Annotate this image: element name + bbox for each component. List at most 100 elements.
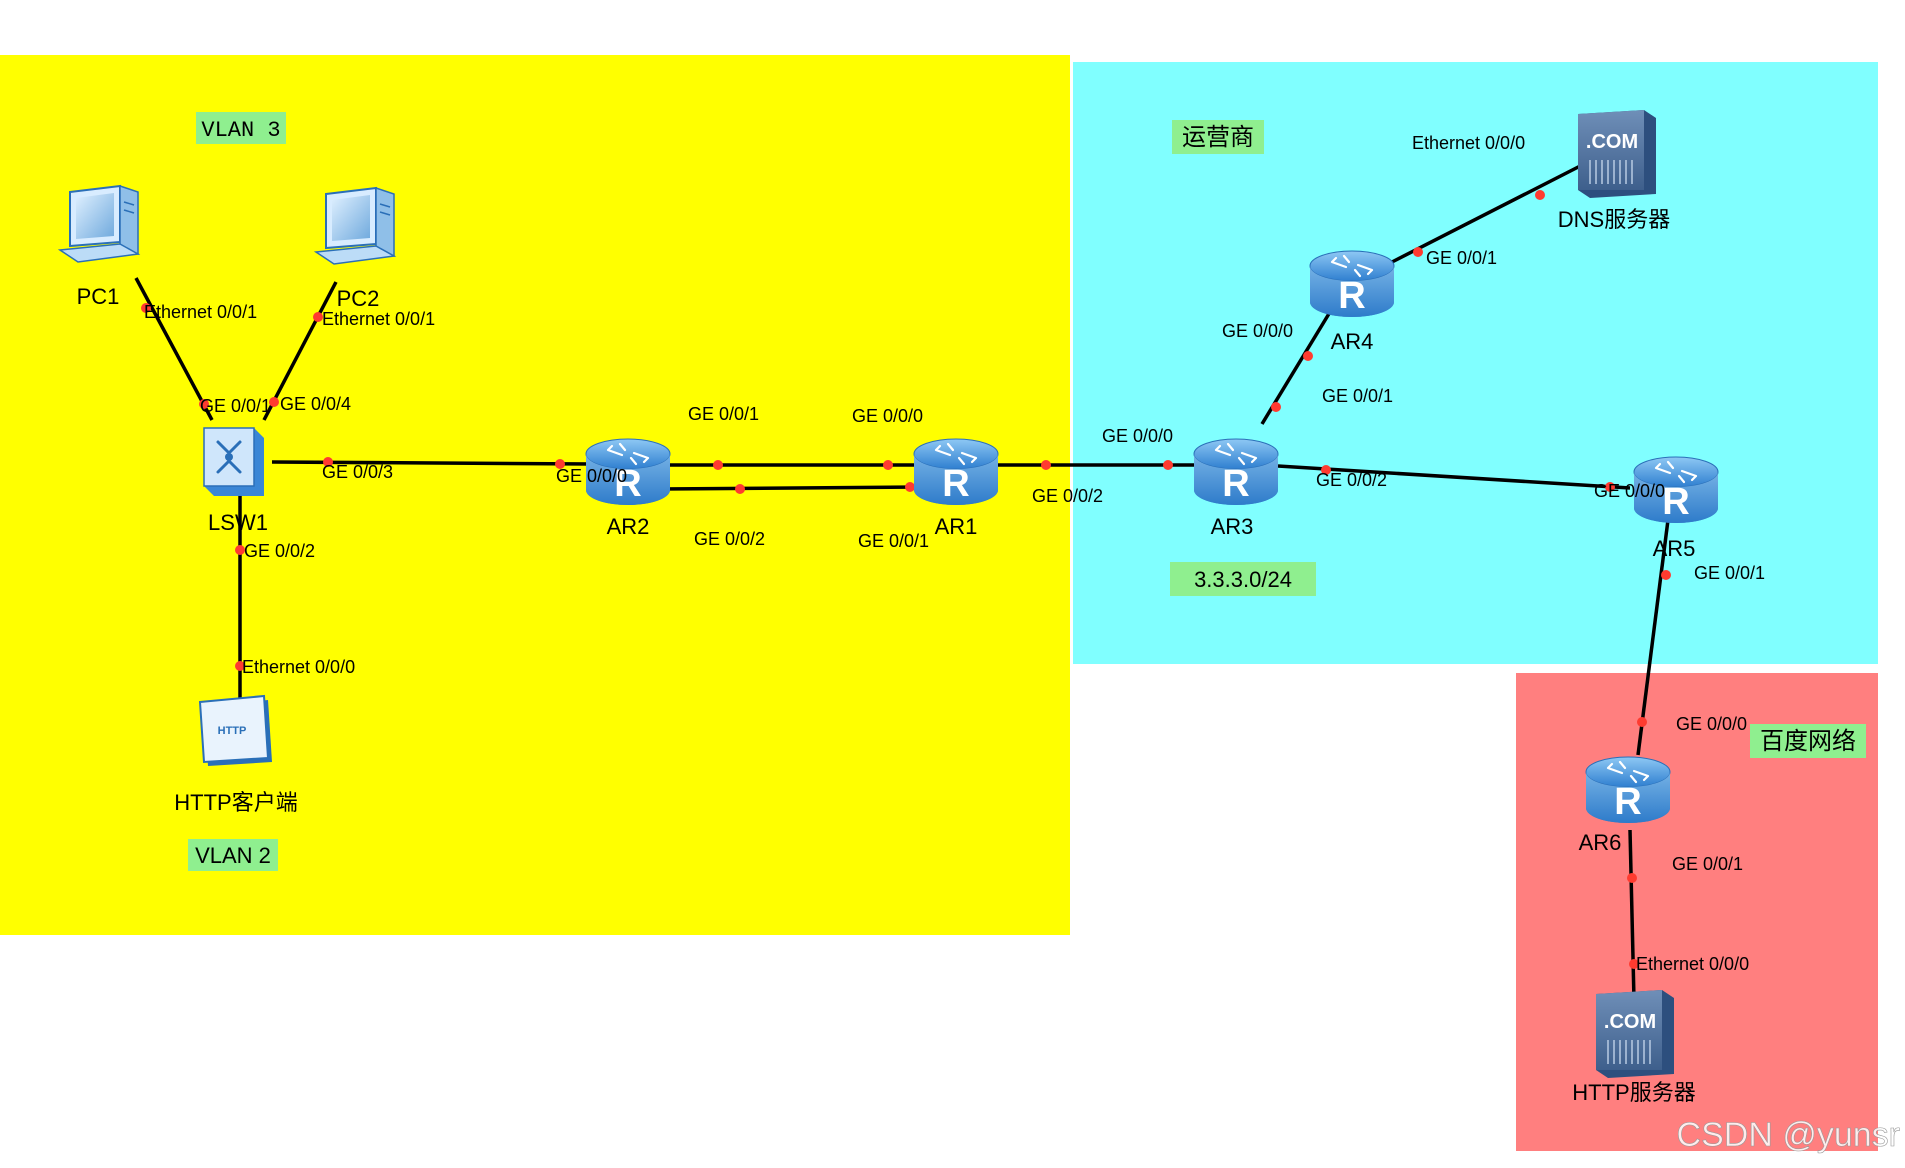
ar3-label: AR3 <box>1211 514 1254 539</box>
port-label: GE 0/0/0 <box>1676 714 1747 734</box>
port-dot <box>313 312 323 322</box>
vlan3-tag-bg <box>196 112 286 144</box>
isp-tag: 运营商 <box>1182 124 1254 151</box>
port-dot <box>905 482 915 492</box>
port-dot <box>555 459 565 469</box>
device-http-client[interactable] <box>199 695 273 767</box>
port-label: Ethernet 0/0/0 <box>1412 133 1525 153</box>
port-label: Ethernet 0/0/1 <box>322 309 435 329</box>
port-label: Ethernet 0/0/0 <box>242 657 355 677</box>
dns-server-badge: .COM <box>1586 131 1638 153</box>
port-label: GE 0/0/0 <box>556 466 627 486</box>
port-label: GE 0/0/1 <box>1672 854 1743 874</box>
link-pc2-lsw1 <box>262 281 338 421</box>
port-dot <box>1629 959 1639 969</box>
port-label: GE 0/0/3 <box>322 462 393 482</box>
http-server-label: HTTP服务器 <box>1572 1080 1695 1105</box>
device-pc1[interactable] <box>59 185 139 263</box>
port-dot <box>1605 482 1615 492</box>
port-label: GE 0/0/0 <box>1102 426 1173 446</box>
port-dot <box>1163 460 1173 470</box>
vlan2-tag: VLAN 2 <box>195 843 271 868</box>
watermark: CSDN @yunsr <box>1677 1116 1900 1154</box>
port-label: GE 0/0/2 <box>1032 486 1103 506</box>
port-label: GE 0/0/2 <box>1316 470 1387 490</box>
port-dots <box>141 190 1671 969</box>
ar2-label: AR2 <box>607 514 650 539</box>
port-dot <box>735 484 745 494</box>
dns-server-label: DNS服务器 <box>1558 207 1670 232</box>
device-http-server[interactable]: .COM <box>1595 989 1675 1079</box>
port-dot <box>235 661 245 671</box>
http-client-icon <box>199 695 273 767</box>
link-ar6-server <box>1628 829 1636 1001</box>
device-ar6[interactable] <box>1584 755 1672 825</box>
link-ar2-ar1-b <box>659 485 923 491</box>
port-label: GE 0/0/1 <box>200 396 271 416</box>
port-dot <box>1271 402 1281 412</box>
port-label: GE 0/0/1 <box>688 404 759 424</box>
device-ar1[interactable] <box>912 437 1000 507</box>
port-dot <box>1627 873 1637 883</box>
device-ar4[interactable] <box>1308 249 1396 319</box>
isp-tag-bg <box>1172 120 1264 154</box>
server-icon <box>1595 989 1675 1079</box>
ar6-label: AR6 <box>1579 830 1622 855</box>
port-label: GE 0/0/1 <box>858 531 929 551</box>
port-dot <box>1303 351 1313 361</box>
port-label: Ethernet 0/0/0 <box>1636 954 1749 974</box>
port-dot <box>1413 247 1423 257</box>
port-dot <box>1041 460 1051 470</box>
http-client-label: HTTP客户端 <box>174 790 297 815</box>
port-dot <box>1321 465 1331 475</box>
port-label: GE 0/0/4 <box>280 394 351 414</box>
baidu-tag-bg <box>1750 724 1866 758</box>
switch-icon <box>202 426 266 498</box>
device-lsw1[interactable] <box>202 426 266 498</box>
subnet-tag-bg <box>1170 562 1316 596</box>
port-label: GE 0/0/0 <box>1594 481 1665 501</box>
link-ar5-ar6 <box>1636 519 1670 756</box>
device-ar3[interactable] <box>1192 437 1280 507</box>
vlan3-tag: VLAN 3 <box>201 118 280 143</box>
device-dns-server[interactable]: .COM <box>1577 109 1657 199</box>
router-icon <box>912 437 1000 507</box>
ar1-label: AR1 <box>935 514 978 539</box>
ar5-label: AR5 <box>1653 536 1696 561</box>
port-dot <box>235 545 245 555</box>
router-icon <box>1192 437 1280 507</box>
port-dot <box>1661 570 1671 580</box>
http-server-badge: .COM <box>1604 1011 1656 1033</box>
router-icon <box>1584 755 1672 825</box>
port-label: GE 0/0/1 <box>1426 248 1497 268</box>
baidu-tag: 百度网络 <box>1760 728 1856 755</box>
device-pc2[interactable] <box>315 187 395 265</box>
server-icon <box>1577 109 1657 199</box>
pc1-label: PC1 <box>77 284 120 309</box>
link-ar4-dns <box>1391 160 1589 264</box>
port-label: GE 0/0/1 <box>1322 386 1393 406</box>
enterprise-area <box>0 55 1070 935</box>
pc-icon <box>59 185 139 263</box>
lsw1-label: LSW1 <box>208 510 268 535</box>
port-labels: Ethernet 0/0/1 Ethernet 0/0/1 GE 0/0/1 G… <box>144 133 1765 974</box>
ar4-label: AR4 <box>1331 329 1374 354</box>
port-label: Ethernet 0/0/1 <box>144 302 257 322</box>
port-dot <box>883 460 893 470</box>
port-label: GE 0/0/2 <box>694 529 765 549</box>
port-dot <box>713 460 723 470</box>
port-dot <box>269 397 279 407</box>
port-label: GE 0/0/0 <box>1222 321 1293 341</box>
link-ar3-ar5 <box>1277 464 1631 490</box>
pc-icon <box>315 187 395 265</box>
link-lsw1-ar2 <box>271 460 593 466</box>
vlan2-tag-bg <box>188 839 278 871</box>
port-dot <box>1637 717 1647 727</box>
port-label: GE 0/0/0 <box>852 406 923 426</box>
pc2-label: PC2 <box>337 286 380 311</box>
port-label: GE 0/0/1 <box>1694 563 1765 583</box>
port-label: GE 0/0/2 <box>244 541 315 561</box>
links <box>134 160 1670 1001</box>
router-icon <box>1308 249 1396 319</box>
